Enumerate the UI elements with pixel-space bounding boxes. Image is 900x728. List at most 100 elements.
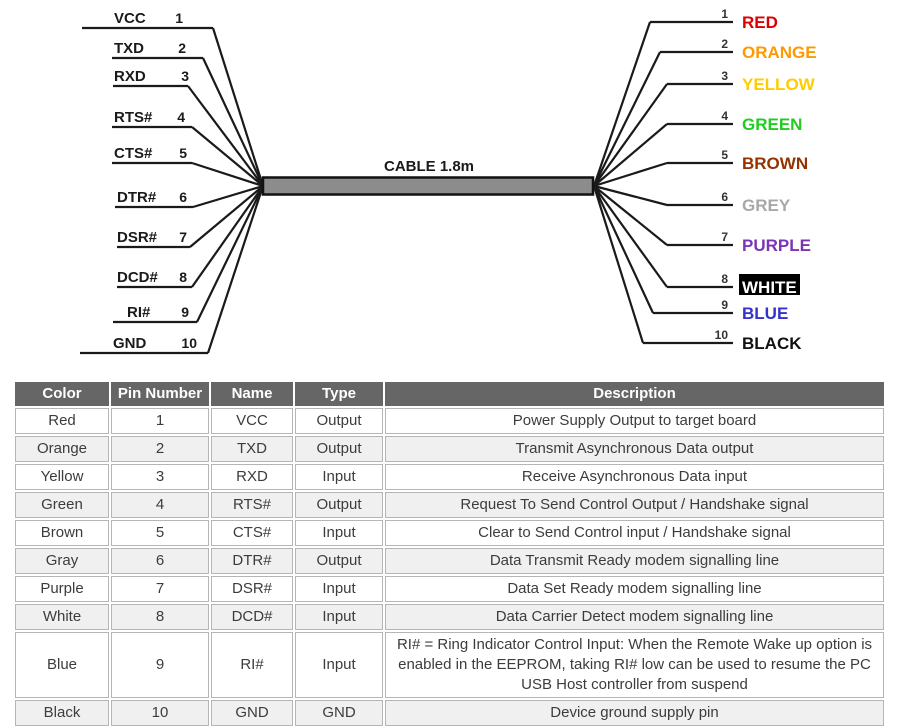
signal-name-label: DSR# xyxy=(117,229,158,246)
cell-color: White xyxy=(15,604,109,630)
wire-fan-line xyxy=(593,185,654,314)
cell-name: GND xyxy=(211,700,293,726)
cell-pin-number: 8 xyxy=(111,604,209,630)
pin-number-label: 6 xyxy=(721,190,728,204)
wire-color-label: PURPLE xyxy=(742,236,811,255)
pin-number-label: 3 xyxy=(721,69,728,83)
cell-pin-number: 9 xyxy=(111,632,209,698)
cell-color: Black xyxy=(15,700,109,726)
cell-type: Input xyxy=(295,520,383,546)
wire-fan-line xyxy=(187,85,264,187)
wire-fan-line xyxy=(592,21,652,187)
signal-name-label: GND xyxy=(113,335,147,352)
wire-fan-line xyxy=(202,57,264,187)
header-description: Description xyxy=(385,382,884,406)
cell-color: Gray xyxy=(15,548,109,574)
pinout-table-container: Color Pin Number Name Type Description R… xyxy=(13,380,886,728)
wire-color-label: RED xyxy=(742,13,778,32)
pin-number-label: 10 xyxy=(715,328,729,342)
cell-name: DCD# xyxy=(211,604,293,630)
cell-color: Red xyxy=(15,408,109,434)
pin-number-label: 6 xyxy=(179,189,187,205)
cable-body xyxy=(261,176,595,196)
pin-number-label: 1 xyxy=(721,7,728,21)
pin-number-label: 2 xyxy=(721,37,728,51)
pin-number-label: 5 xyxy=(179,145,187,161)
wire-fan-line xyxy=(191,185,264,288)
pin-number-label: 10 xyxy=(181,335,197,351)
cell-description: Power Supply Output to target board xyxy=(385,408,884,434)
wire-fan-line xyxy=(191,161,264,188)
signal-name-label: RXD xyxy=(114,68,146,85)
wire-color-label: GREEN xyxy=(742,115,802,134)
wire-fan-line xyxy=(593,123,668,187)
wire-fan-line xyxy=(189,185,264,248)
cell-description: Data Transmit Ready modem signalling lin… xyxy=(385,548,884,574)
header-name: Name xyxy=(211,382,293,406)
wire-color-label: GREY xyxy=(742,196,791,215)
wire-fan-line xyxy=(192,184,264,209)
wire-color-label: BLUE xyxy=(742,304,788,323)
wire-fan-line xyxy=(593,185,668,246)
cell-pin-number: 4 xyxy=(111,492,209,518)
pinout-table: Color Pin Number Name Type Description R… xyxy=(13,380,886,728)
pin-number-label: 8 xyxy=(721,272,728,286)
pin-number-label: 4 xyxy=(721,109,728,123)
cell-name: RTS# xyxy=(211,492,293,518)
cell-type: Input xyxy=(295,464,383,490)
cell-name: RI# xyxy=(211,632,293,698)
cell-description: Receive Asynchronous Data input xyxy=(385,464,884,490)
cell-type: Input xyxy=(295,604,383,630)
cell-type: Input xyxy=(295,632,383,698)
cell-pin-number: 2 xyxy=(111,436,209,462)
cell-description: Request To Send Control Output / Handsha… xyxy=(385,492,884,518)
cell-pin-number: 1 xyxy=(111,408,209,434)
cell-color: Blue xyxy=(15,632,109,698)
pin-number-label: 4 xyxy=(177,109,185,125)
pin-number-label: 5 xyxy=(721,148,728,162)
cell-color: Purple xyxy=(15,576,109,602)
pin-number-label: 1 xyxy=(175,10,183,26)
cell-type: GND xyxy=(295,700,383,726)
pin-number-label: 7 xyxy=(179,229,187,245)
cell-name: DTR# xyxy=(211,548,293,574)
wire-color-label-bg xyxy=(739,274,800,295)
cell-pin-number: 6 xyxy=(111,548,209,574)
cell-description: RI# = Ring Indicator Control Input: When… xyxy=(385,632,884,698)
cell-name: VCC xyxy=(211,408,293,434)
cell-description: Data Carrier Detect modem signalling lin… xyxy=(385,604,884,630)
header-pin-number: Pin Number xyxy=(111,382,209,406)
table-header-row: Color Pin Number Name Type Description xyxy=(15,382,884,406)
header-type: Type xyxy=(295,382,383,406)
wire-fan-line xyxy=(592,185,645,344)
cell-color: Yellow xyxy=(15,464,109,490)
cell-name: DSR# xyxy=(211,576,293,602)
cell-description: Transmit Asynchronous Data output xyxy=(385,436,884,462)
cell-description: Device ground supply pin xyxy=(385,700,884,726)
cell-pin-number: 7 xyxy=(111,576,209,602)
cable-length-label: CABLE 1.8m xyxy=(384,158,474,175)
pin-number-label: 3 xyxy=(181,68,189,84)
cell-type: Input xyxy=(295,576,383,602)
signal-name-label: TXD xyxy=(114,40,144,57)
wire-color-label: ORANGE xyxy=(742,43,817,62)
signal-name-label: DCD# xyxy=(117,269,158,286)
cell-description: Clear to Send Control input / Handshake … xyxy=(385,520,884,546)
cell-type: Output xyxy=(295,492,383,518)
wire-fan-line xyxy=(593,83,668,187)
signal-name-label: DTR# xyxy=(117,189,157,206)
cell-description: Data Set Ready modem signalling line xyxy=(385,576,884,602)
pin-number-label: 8 xyxy=(179,269,187,285)
wire-color-label: BLACK xyxy=(742,334,802,353)
signal-name-label: VCC xyxy=(114,10,146,27)
wire-fan-line xyxy=(191,126,264,187)
signal-name-label: RI# xyxy=(127,304,151,321)
